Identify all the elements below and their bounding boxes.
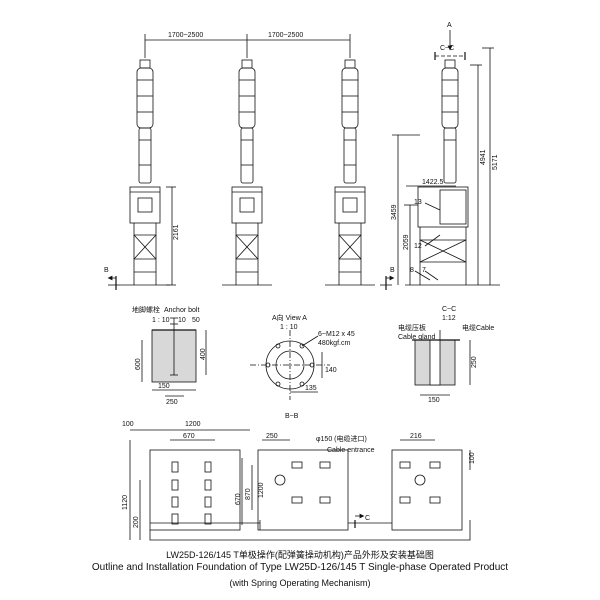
- view-a-load: 480kgf.cm: [318, 340, 350, 347]
- anchor-bolt-scale: 1 : 10: [152, 317, 170, 324]
- part-13-label: 13: [414, 199, 422, 206]
- plan-cable-entrance: Cable entrance: [327, 447, 375, 454]
- view-a-arrow-label: A: [447, 22, 452, 29]
- part-7-label: 7: [422, 267, 426, 274]
- plan-dim-1200-top: 1200: [185, 421, 201, 428]
- plan-dim-1120: 1120: [122, 495, 129, 510]
- plan-dim-200: 200: [133, 516, 140, 528]
- cable-gland-en: Cable gland: [398, 334, 435, 341]
- section-cc-cut-label: C~C: [440, 45, 454, 52]
- section-c-marker: C: [365, 515, 370, 522]
- cable-en: Cable: [476, 325, 494, 332]
- height-4941-label: 4941: [480, 149, 487, 165]
- cable-dim-150: 150: [428, 397, 440, 404]
- pole-1: [120, 59, 170, 286]
- plan-dim-670-v: 670: [235, 493, 242, 505]
- cable-gland-cn: 电缆压板: [398, 323, 426, 332]
- anchor-bolt-detail: [141, 317, 207, 397]
- view-a-bolt-spec: 6~M12 x 45: [318, 331, 355, 338]
- section-b-left-label: B: [104, 267, 109, 274]
- section-bb-label: B~B: [285, 413, 299, 420]
- height-5171-label: 5171: [492, 154, 499, 170]
- view-a-dim-140: 140: [325, 367, 337, 374]
- pole-3: [325, 59, 375, 286]
- plan-dim-250: 250: [266, 433, 278, 440]
- height-3459-label: 3459: [391, 204, 398, 220]
- view-a-title: A向 View A: [272, 313, 307, 322]
- pole-spacing-left-label: 1700~2500: [168, 32, 203, 39]
- part-8-label: 8: [410, 267, 414, 274]
- width-1422-label: 1422.5: [422, 179, 444, 186]
- caption-chinese: LW25D-126/145 T单极操作(配弹簧操动机构)产品外形及安装基础图: [166, 550, 434, 560]
- section-cc-label: C~C: [442, 306, 456, 313]
- anchor-bolt-dim-400: 400: [200, 348, 207, 360]
- section-b-right-label: B: [390, 267, 395, 274]
- view-a-scale: 1 : 10: [280, 324, 298, 331]
- anchor-bolt-dim-50: 50: [192, 317, 200, 324]
- plan-dim-1200-v: 1200: [258, 482, 265, 498]
- view-a-dim-135: 135: [305, 385, 317, 392]
- plan-dim-670-h: 670: [183, 433, 195, 440]
- plan-cable-hole: φ150 (电缆进口): [316, 434, 367, 443]
- plan-dim-870: 870: [245, 488, 252, 500]
- cable-dim-250: 250: [471, 356, 478, 368]
- anchor-bolt-title-en: Anchor bolt: [164, 307, 199, 314]
- anchor-bolt-dim-600: 600: [135, 358, 142, 370]
- cable-cn: 电缆: [462, 323, 476, 332]
- height-2059-label: 2059: [403, 234, 410, 250]
- cable-gland-detail: [412, 330, 471, 396]
- plan-dim-100: 100: [122, 421, 134, 428]
- anchor-bolt-dim-150: 150: [158, 383, 170, 390]
- caption-english: Outline and Installation Foundation of T…: [91, 562, 509, 573]
- plan-dim-100-side: 100: [469, 452, 476, 464]
- pole-spacing-right-label: 1700~2500: [268, 32, 303, 39]
- foundation-plan: [129, 429, 471, 541]
- anchor-bolt-dim-10: 10: [178, 317, 186, 324]
- plan-dim-216: 216: [410, 433, 422, 440]
- section-cc-scale: 1:12: [442, 315, 456, 322]
- part-12-label: 12: [414, 243, 422, 250]
- caption-subtitle: (with Spring Operating Mechanism): [229, 578, 371, 588]
- anchor-bolt-title-cn: 地脚螺栓: [132, 305, 160, 314]
- anchor-bolt-dim-250: 250: [166, 399, 178, 406]
- side-view: [392, 30, 500, 286]
- pole-spacing-dimension: [144, 34, 351, 58]
- front-height-label: 2161: [173, 224, 180, 240]
- pole-2: [222, 59, 272, 286]
- view-a-detail: [250, 330, 330, 400]
